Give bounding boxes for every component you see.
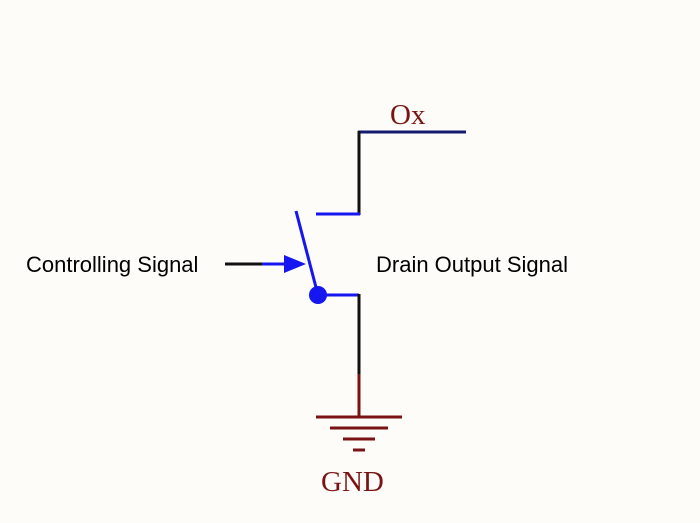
ground-symbol	[316, 415, 402, 452]
output-pin-label: Ox	[390, 99, 426, 131]
switch-blade	[294, 210, 320, 296]
controlling-signal-label: Controlling Signal	[26, 252, 198, 277]
ground-label: GND	[321, 466, 384, 498]
drain-output-signal-label: Drain Output Signal	[376, 252, 568, 277]
control-arrow-icon	[284, 255, 306, 273]
